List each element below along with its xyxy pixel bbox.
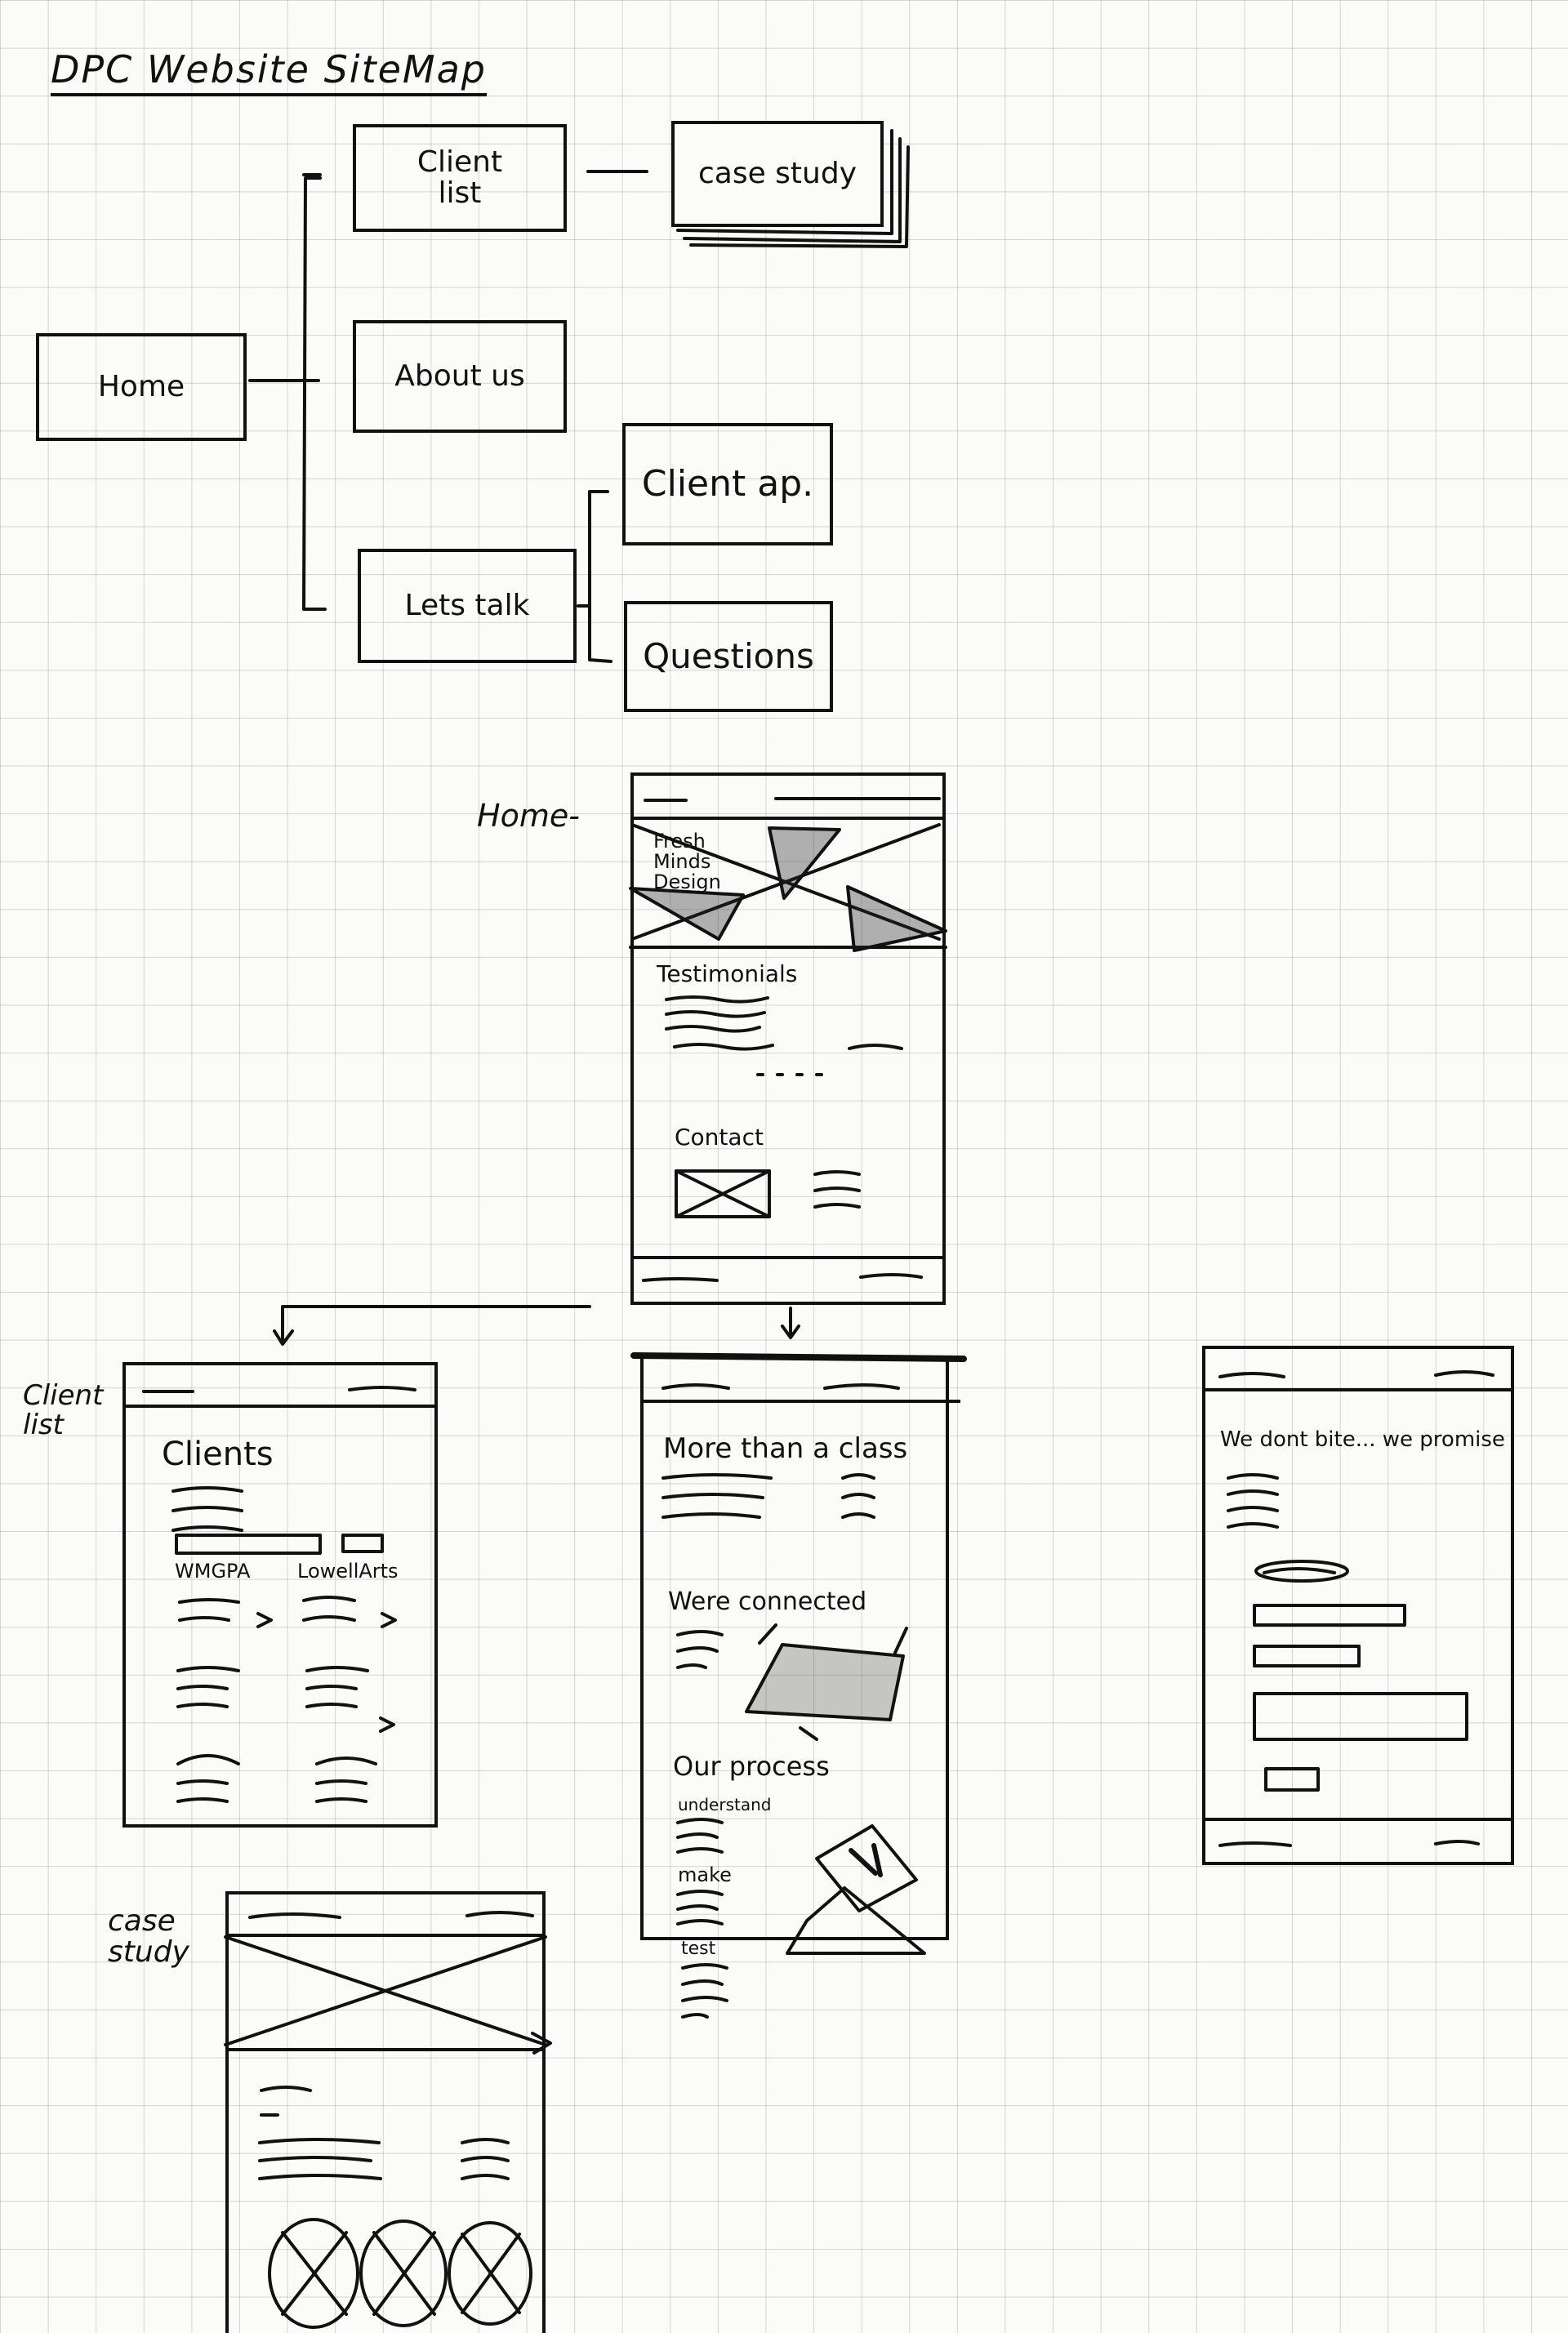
about-process-heading: Our process xyxy=(673,1751,830,1782)
connector-to-clients xyxy=(281,1305,591,1341)
sitemap-lets-talk-node: Lets talk xyxy=(358,549,577,663)
home-node-label: Home xyxy=(97,370,185,404)
lets-talk-wireframe xyxy=(1202,1346,1514,1865)
case-header-bar xyxy=(225,1934,546,1937)
case-stack-2 xyxy=(683,137,902,243)
sitemap-about-node: About us xyxy=(353,320,567,433)
arrow-to-about xyxy=(781,1307,800,1339)
process-step-understand: understand xyxy=(678,1795,772,1814)
talk-header-bar xyxy=(1202,1388,1514,1391)
sitemap-case-study-node: case study xyxy=(671,121,884,227)
questions-node-label: Questions xyxy=(643,635,814,676)
sitemap-home-node: Home xyxy=(36,333,247,441)
clients-heading: Clients xyxy=(162,1436,274,1473)
client-ap-node-label: Client ap. xyxy=(641,462,814,505)
case-stack-3 xyxy=(689,145,910,248)
about-heading: More than a class xyxy=(663,1432,908,1465)
talk-footer-bar xyxy=(1202,1818,1514,1821)
bracket-lets-talk xyxy=(588,490,612,663)
case-study-wireframe-label: case study xyxy=(108,1904,189,1969)
home-wireframe-label: Home- xyxy=(477,798,580,834)
page-title: DPC Website SiteMap xyxy=(51,47,487,96)
process-step-test: test xyxy=(681,1939,716,1959)
sitemap-client-list-node: Client list xyxy=(353,124,567,232)
client-list-node-label: Client list xyxy=(416,145,503,210)
home-footer-bar xyxy=(630,1256,946,1259)
talk-heading: We dont bite... we promise xyxy=(1220,1427,1505,1452)
process-step-make: make xyxy=(678,1863,732,1886)
case-study-wireframe xyxy=(225,1891,546,2333)
home-testimonials-heading: Testimonials xyxy=(657,960,798,987)
home-header-bar xyxy=(630,817,946,820)
client-item-wmgpa: WMGPA xyxy=(175,1560,251,1583)
client-item-lowellarts: LowellArts xyxy=(297,1560,399,1583)
about-node-label: About us xyxy=(394,359,525,394)
case-hero-bottom-bar xyxy=(225,2048,546,2051)
case-study-node-label: case study xyxy=(697,157,858,191)
client-list-wireframe-label: Client list xyxy=(23,1379,104,1441)
home-wireframe xyxy=(630,772,946,1305)
lets-talk-node-label: Lets talk xyxy=(404,589,530,623)
about-header-bar xyxy=(640,1400,960,1403)
arrow-to-clients xyxy=(273,1329,294,1346)
bracket-main xyxy=(302,176,327,611)
sitemap-client-ap-node: Client ap. xyxy=(622,423,833,545)
clients-header-bar xyxy=(122,1405,438,1408)
sitemap-questions-node: Questions xyxy=(624,601,833,712)
client-list-wireframe xyxy=(122,1362,438,1828)
about-connected-heading: Were connected xyxy=(668,1587,867,1616)
home-contact-heading: Contact xyxy=(675,1124,764,1151)
case-stack-1 xyxy=(676,129,893,235)
